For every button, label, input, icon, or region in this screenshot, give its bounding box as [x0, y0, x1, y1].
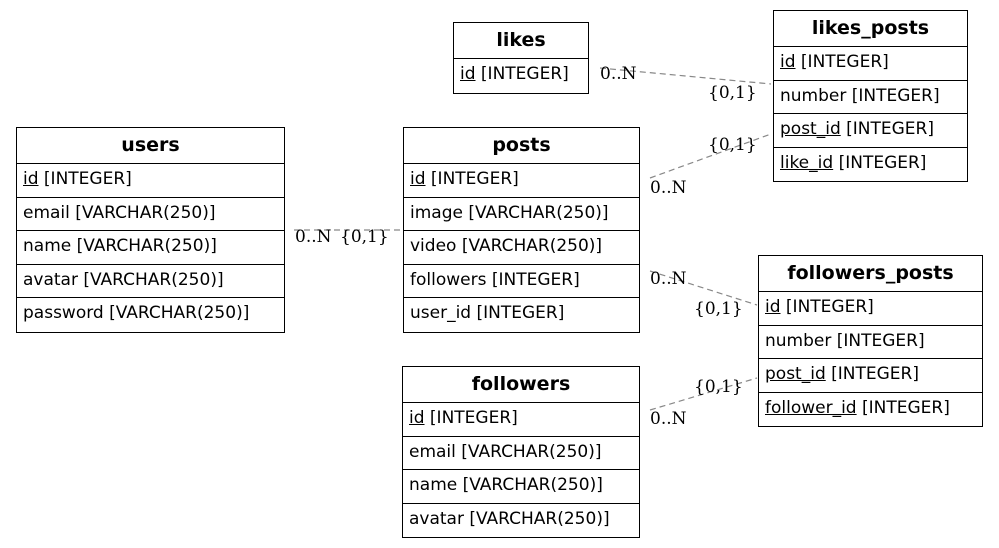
entity-title: followers — [403, 367, 639, 403]
attribute-row: like_id [INTEGER] — [780, 152, 927, 173]
cardinality-label: {0,1} — [708, 83, 757, 103]
entity-users[interactable]: users id [INTEGER] email [VARCHAR(250)] … — [16, 127, 285, 333]
attribute-row: number [INTEGER] — [774, 81, 967, 114]
attribute-row: followers [INTEGER] — [404, 265, 639, 298]
attribute-row: follower_id [INTEGER] — [765, 397, 950, 418]
entity-title: likes — [454, 23, 588, 59]
edge-posts-followers-posts — [649, 270, 758, 306]
attribute-row: id [INTEGER] — [460, 64, 569, 84]
attribute-row: avatar [VARCHAR(250)] — [409, 508, 610, 529]
attribute-row: id [INTEGER] — [774, 47, 967, 81]
attribute-row: password [VARCHAR(250)] — [23, 303, 250, 323]
entity-followers[interactable]: followers id [INTEGER] email [VARCHAR(25… — [402, 366, 640, 538]
entity-likes-posts[interactable]: likes_posts id [INTEGER] number [INTEGER… — [773, 10, 968, 182]
edge-followers-followers-posts — [649, 377, 758, 411]
cardinality-label: 0..N — [650, 269, 687, 289]
attribute-row: id [INTEGER] — [403, 403, 639, 437]
attribute-row: post_id [INTEGER] — [759, 359, 982, 393]
attribute-row: id [INTEGER] — [17, 164, 284, 198]
attribute-row: email [VARCHAR(250)] — [17, 198, 284, 231]
cardinality-label: {0,1} — [340, 227, 389, 247]
entity-likes[interactable]: likes id [INTEGER] — [453, 22, 589, 94]
cardinality-label: 0..N — [650, 409, 687, 429]
entity-title: users — [17, 128, 284, 164]
entity-title: posts — [404, 128, 639, 164]
edge-posts-likes-posts — [649, 133, 772, 179]
attribute-row: name [VARCHAR(250)] — [403, 470, 639, 504]
cardinality-label: {0,1} — [708, 135, 757, 155]
entity-title: likes_posts — [774, 11, 967, 47]
attribute-row: image [VARCHAR(250)] — [404, 198, 639, 231]
attribute-row: number [INTEGER] — [759, 326, 982, 359]
attribute-row: post_id [INTEGER] — [774, 114, 967, 148]
attribute-row: name [VARCHAR(250)] — [17, 231, 284, 265]
attribute-row: user_id [INTEGER] — [410, 303, 565, 323]
cardinality-label: {0,1} — [694, 299, 743, 319]
edge-likes-likes-posts — [599, 67, 772, 85]
attribute-row: id [INTEGER] — [404, 164, 639, 198]
entity-followers-posts[interactable]: followers_posts id [INTEGER] number [INT… — [758, 255, 983, 427]
attribute-row: id [INTEGER] — [759, 292, 982, 326]
cardinality-label: 0..N — [650, 178, 687, 198]
entity-title: followers_posts — [759, 256, 982, 292]
attribute-row: email [VARCHAR(250)] — [403, 437, 639, 470]
cardinality-label: 0..N — [295, 227, 332, 247]
attribute-row: avatar [VARCHAR(250)] — [17, 265, 284, 298]
cardinality-label: 0..N — [600, 64, 637, 84]
attribute-row: video [VARCHAR(250)] — [404, 231, 639, 265]
cardinality-label: {0,1} — [694, 377, 743, 397]
entity-posts[interactable]: posts id [INTEGER] image [VARCHAR(250)] … — [403, 127, 640, 333]
